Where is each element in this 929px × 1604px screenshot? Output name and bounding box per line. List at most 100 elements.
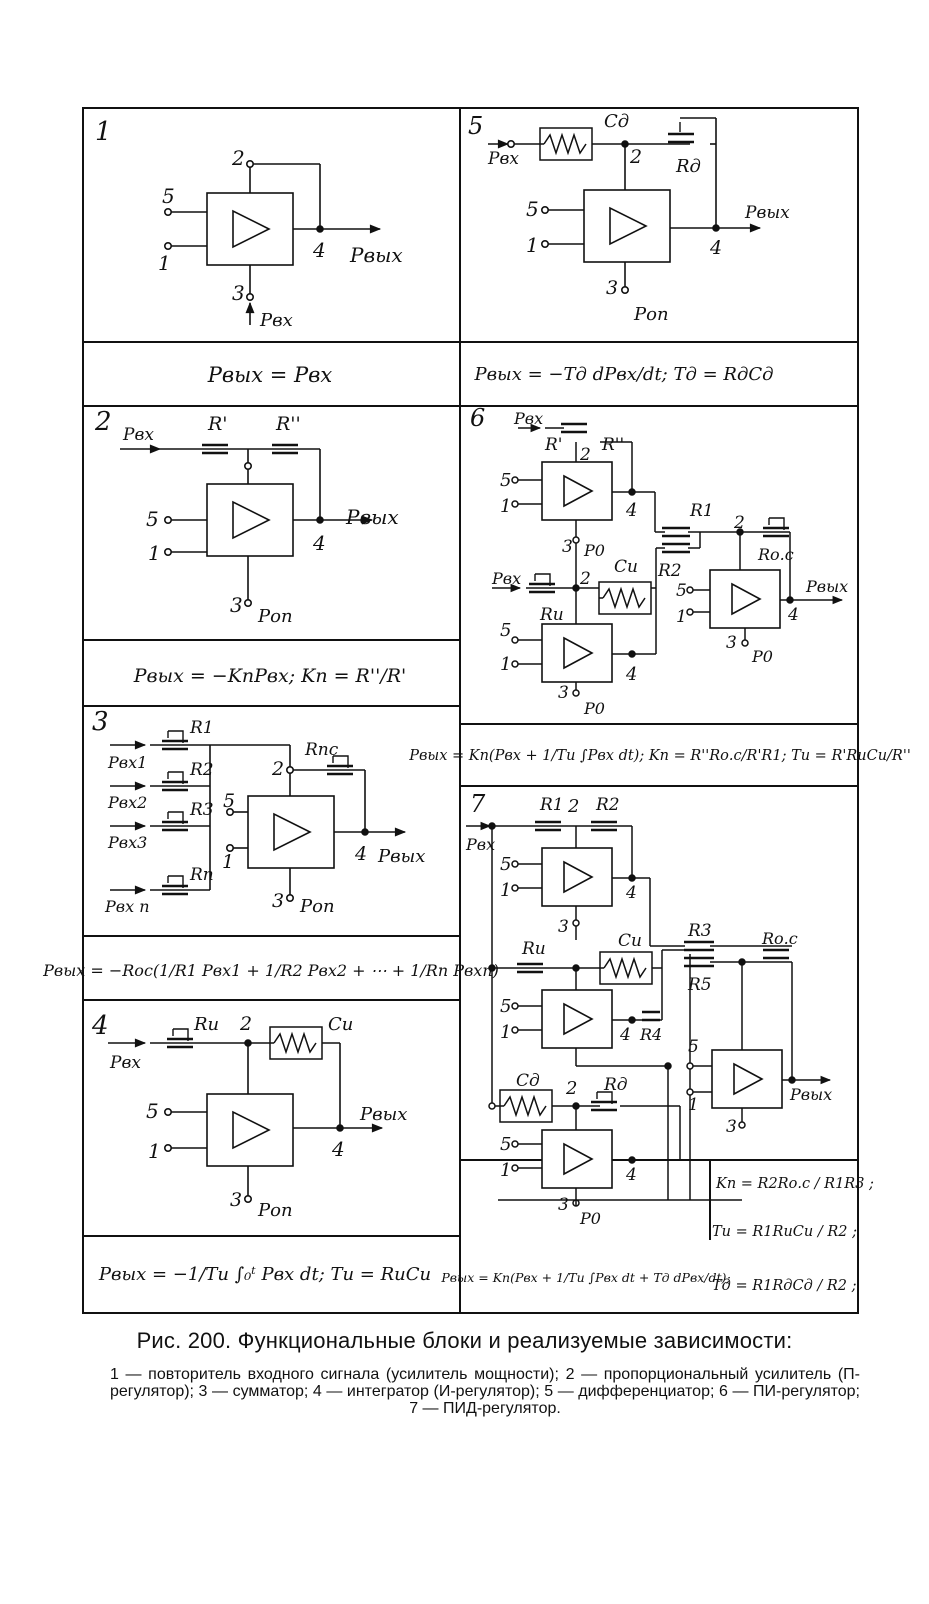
resistor-roc <box>761 516 791 538</box>
svg-text:2: 2 <box>231 146 245 170</box>
svg-text:Pоп: Pоп <box>257 1200 293 1221</box>
capacitor-cd <box>539 127 593 161</box>
svg-text:5: 5 <box>146 1099 159 1123</box>
svg-text:Rд: Rд <box>675 156 701 177</box>
svg-text:R1: R1 <box>189 718 214 738</box>
resistor-r-prime <box>559 422 589 434</box>
svg-text:Pвх: Pвх <box>491 569 521 588</box>
svg-text:Pоп: Pоп <box>257 606 293 627</box>
svg-text:4: 4 <box>625 883 637 903</box>
resistor-rd <box>668 117 716 144</box>
panel-1-number: 1 <box>95 117 112 147</box>
svg-text:R1: R1 <box>539 795 564 815</box>
svg-text:R3: R3 <box>189 800 214 820</box>
svg-text:Pвх2: Pвх2 <box>107 793 147 812</box>
resistor-ri <box>165 1027 195 1049</box>
svg-text:Pвх n: Pвх n <box>104 897 150 916</box>
svg-text:1: 1 <box>688 1095 699 1115</box>
panel-6-pi-regulator: 6 <box>408 404 911 764</box>
svg-text:R2: R2 <box>657 561 682 581</box>
svg-text:1: 1 <box>500 880 511 901</box>
svg-text:R3: R3 <box>687 921 712 941</box>
svg-text:3: 3 <box>726 633 737 653</box>
svg-text:R': R' <box>207 413 228 435</box>
svg-text:5: 5 <box>500 1134 511 1155</box>
svg-text:5: 5 <box>676 581 687 601</box>
svg-text:5: 5 <box>688 1037 699 1057</box>
svg-text:R': R' <box>544 435 562 455</box>
svg-text:Rи: Rи <box>193 1014 219 1035</box>
panel-2-proportional: 2 Pвх R' R'' 5 1 4 Pвых 3 Pоп Pвых = −Kп… <box>94 407 406 687</box>
svg-text:2: 2 <box>733 513 745 533</box>
svg-text:R'': R'' <box>275 413 301 435</box>
capacitor-ci <box>269 1026 323 1060</box>
svg-text:4: 4 <box>709 237 722 259</box>
svg-text:5: 5 <box>526 197 539 221</box>
capacitor-ci <box>598 581 652 615</box>
svg-text:4: 4 <box>354 843 367 865</box>
resistor-r3 <box>160 810 190 832</box>
svg-text:Rи: Rи <box>521 939 546 959</box>
svg-text:5: 5 <box>146 507 159 531</box>
svg-text:Pвых: Pвых <box>805 577 848 596</box>
panel-3-summator: 3 R1 <box>42 707 499 980</box>
svg-text:P0: P0 <box>579 1209 601 1228</box>
svg-text:3: 3 <box>558 917 569 937</box>
svg-text:Pвых: Pвых <box>345 505 399 529</box>
svg-text:1: 1 <box>222 851 234 873</box>
svg-text:3: 3 <box>558 1195 569 1215</box>
svg-text:5: 5 <box>223 790 235 812</box>
svg-text:3: 3 <box>606 277 618 299</box>
resistor-r2 <box>662 542 690 554</box>
svg-text:4: 4 <box>312 238 326 262</box>
svg-text:1: 1 <box>148 541 161 565</box>
amplifier-block-2 <box>541 989 613 1049</box>
svg-text:2: 2 <box>565 1078 577 1099</box>
svg-text:Rо.с: Rо.с <box>757 545 794 564</box>
svg-text:R1: R1 <box>689 501 714 521</box>
amplifier-block <box>206 1093 294 1167</box>
svg-text:1: 1 <box>148 1139 161 1163</box>
formula-2: Pвых = −KпPвх; Kп = R''/R' <box>133 665 407 687</box>
svg-text:Pвх: Pвх <box>487 149 519 169</box>
amplifier-block-3 <box>541 623 613 683</box>
svg-text:3: 3 <box>230 593 243 617</box>
panel-1-repeater: 1 5 1 2 3 4 Pвых Pвх Pвых = Pвх <box>95 117 403 387</box>
formula-7: Pвых = Kп(Pвх + 1/Tи ∫Pвх dt + Tд dPвх/d… <box>440 1270 730 1285</box>
svg-text:4: 4 <box>625 500 637 521</box>
capacitor-cd <box>499 1089 553 1123</box>
svg-text:Rи: Rи <box>539 605 564 625</box>
svg-text:2: 2 <box>579 569 591 589</box>
svg-text:3: 3 <box>232 281 245 305</box>
resistor-ri <box>527 572 557 594</box>
formula-1: Pвых = Pвх <box>207 363 333 387</box>
svg-text:5: 5 <box>500 996 511 1017</box>
svg-text:1: 1 <box>500 1160 511 1181</box>
formula-4: Pвых = −1/Tи ∫₀ᵗ Pвх dt; Tи = RиCи <box>98 1264 431 1285</box>
svg-text:4: 4 <box>787 605 799 625</box>
figure-caption-text: 1 — повторитель входного сигнала (усилит… <box>110 1366 860 1417</box>
svg-text:2: 2 <box>239 1013 252 1035</box>
svg-text:R'': R'' <box>601 435 624 455</box>
amplifier-block <box>247 795 335 869</box>
formula-6: Pвых = Kп(Pвх + 1/Tи ∫Pвх dt); Kп = R''R… <box>408 748 911 764</box>
resistor-r2 <box>160 770 190 792</box>
svg-text:Pоп: Pоп <box>633 304 669 325</box>
svg-text:R5: R5 <box>687 975 712 995</box>
svg-text:2: 2 <box>271 758 284 780</box>
panel-7-pid-regulator: 7 <box>440 790 874 1294</box>
formula-5: Pвых = −Tд dPвх/dt; Tд = RдCд <box>473 364 773 385</box>
svg-text:4: 4 <box>331 1137 345 1161</box>
resistor-r1 <box>662 526 690 538</box>
svg-text:5: 5 <box>500 470 511 491</box>
svg-text:Cи: Cи <box>618 931 642 951</box>
figure-caption-title: Рис. 200. Функциональные блоки и реализу… <box>136 1328 793 1353</box>
svg-text:R4: R4 <box>639 1025 662 1044</box>
svg-text:Pвых: Pвых <box>744 203 790 223</box>
svg-text:R2: R2 <box>595 795 620 815</box>
svg-text:Cд: Cд <box>604 111 629 132</box>
svg-text:Pвх3: Pвх3 <box>107 833 147 852</box>
svg-text:P0: P0 <box>751 647 773 666</box>
svg-text:Pвых: Pвых <box>359 1104 407 1125</box>
resistor-r1 <box>160 729 190 751</box>
